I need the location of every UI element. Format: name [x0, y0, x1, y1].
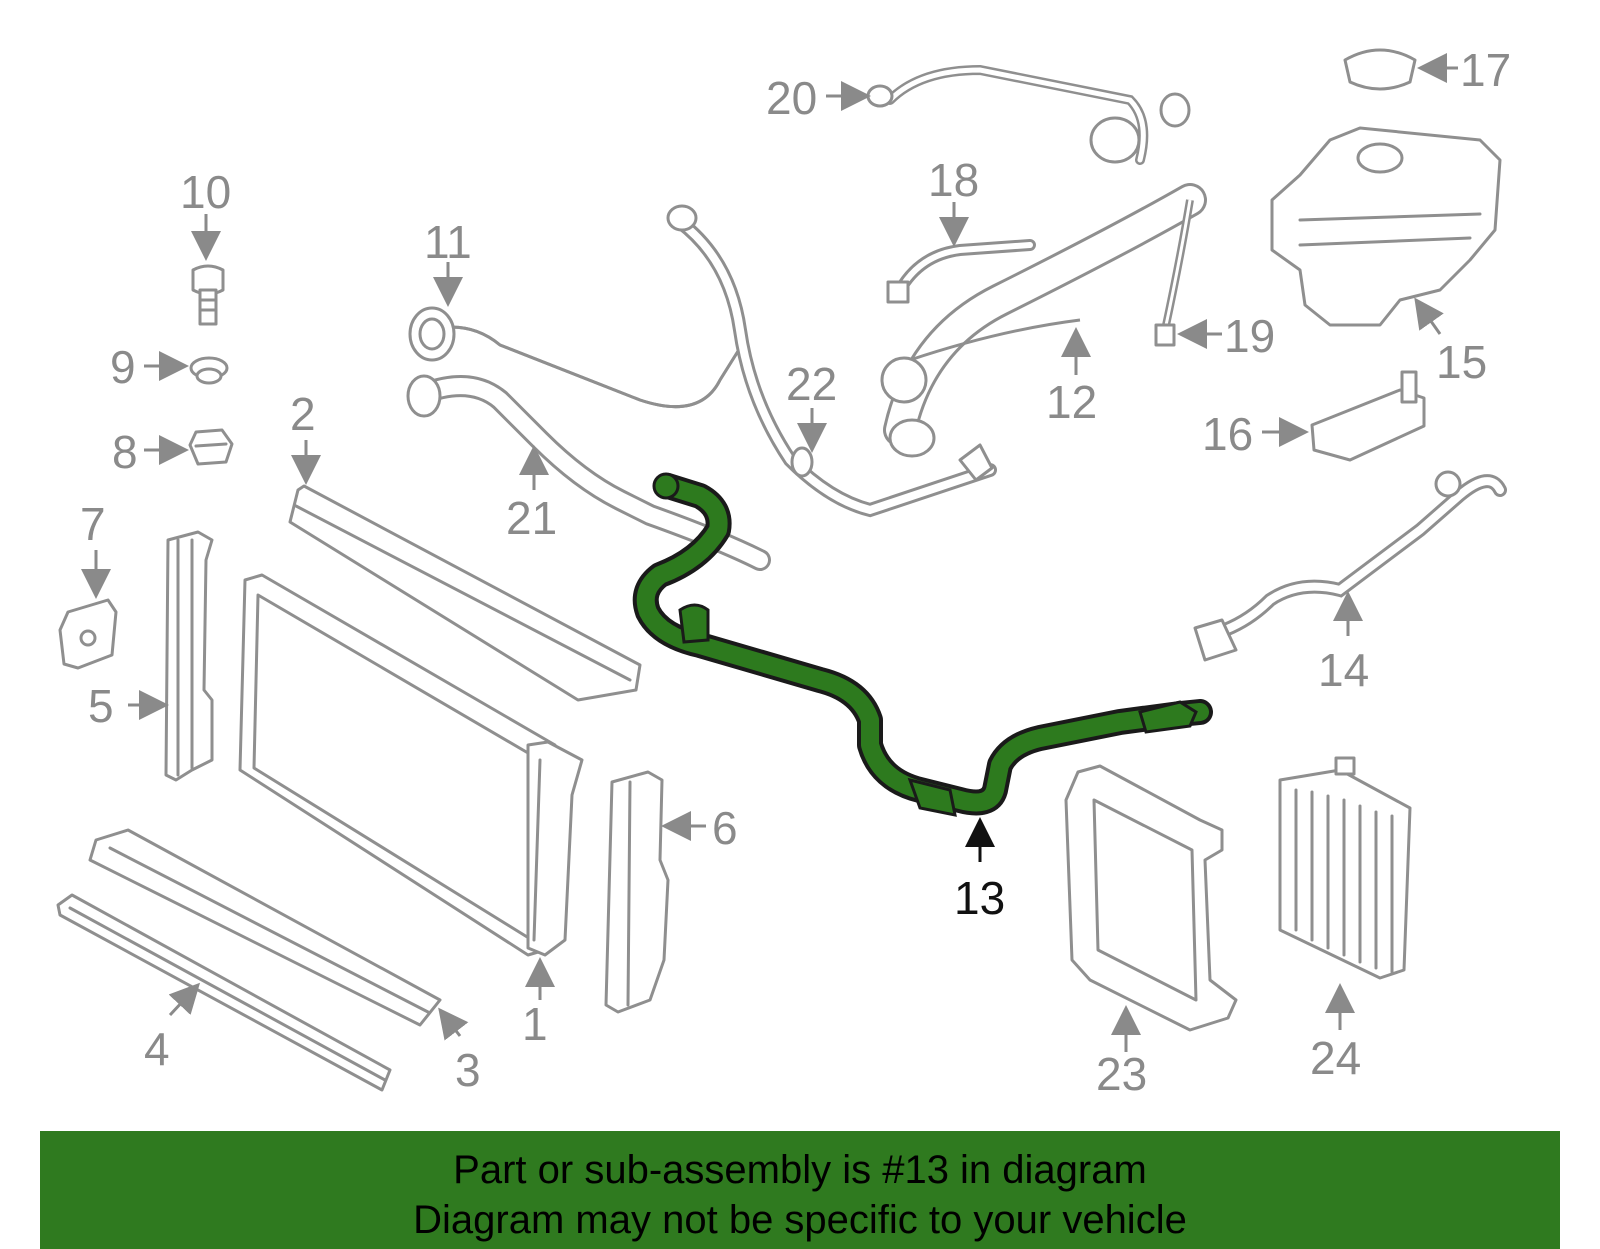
part-15-expansion-tank: [1270, 126, 1502, 327]
svg-text:4: 4: [144, 1023, 170, 1075]
part-13-highlighted-hose[interactable]: [632, 472, 1213, 817]
part-20-hose: [866, 64, 1191, 165]
svg-text:21: 21: [506, 492, 557, 544]
part-10-bolt: [191, 264, 225, 326]
banner-line-disclaimer: Diagram may not be specific to your vehi…: [413, 1198, 1187, 1242]
part-9-grommet: [189, 356, 229, 385]
callout-16: 16: [1202, 408, 1309, 460]
callout-11: 11: [424, 216, 472, 307]
callout-13[interactable]: 13: [954, 817, 1005, 924]
svg-text:20: 20: [766, 72, 817, 124]
svg-text:17: 17: [1460, 44, 1511, 96]
callout-23: 23: [1096, 1005, 1147, 1100]
callout-17: 17: [1417, 44, 1511, 96]
svg-text:24: 24: [1310, 1032, 1361, 1084]
svg-text:23: 23: [1096, 1048, 1147, 1100]
part-18-hose: [886, 239, 1036, 304]
callout-10: 10: [180, 166, 231, 261]
svg-text:5: 5: [88, 680, 114, 732]
callout-24: 24: [1310, 983, 1361, 1084]
svg-text:12: 12: [1046, 376, 1097, 428]
callout-20: 20: [766, 72, 871, 124]
callout-3: 3: [438, 1007, 481, 1096]
part-6-side-seal: [604, 770, 670, 1014]
part-7-bracket: [58, 598, 118, 670]
callout-14: 14: [1318, 591, 1369, 696]
part-16-bracket: [1310, 370, 1426, 462]
banner-line-part-number: Part or sub-assembly is #13 in diagram: [453, 1148, 1147, 1192]
callout-2: 2: [290, 388, 321, 485]
callout-12: 12: [1046, 327, 1097, 428]
callout-7: 7: [80, 498, 111, 599]
part-19-hose: [1154, 199, 1194, 347]
svg-text:2: 2: [290, 388, 316, 440]
svg-text:13: 13: [954, 872, 1005, 924]
svg-text:9: 9: [110, 341, 136, 393]
part-23-frame: [1064, 764, 1238, 1032]
svg-text:7: 7: [80, 498, 106, 550]
callout-6: 6: [661, 802, 738, 854]
callout-18: 18: [928, 154, 979, 247]
svg-text:10: 10: [180, 166, 231, 218]
svg-text:3: 3: [455, 1044, 481, 1096]
callout-5: 5: [88, 680, 169, 732]
part-22-small-hose: [666, 204, 997, 518]
svg-text:18: 18: [928, 154, 979, 206]
info-banner: Part or sub-assembly is #13 in diagram D…: [40, 1131, 1560, 1249]
svg-text:11: 11: [424, 216, 472, 268]
callout-9: 9: [110, 341, 189, 393]
part-24-heat-exchanger: [1278, 756, 1412, 980]
svg-text:15: 15: [1436, 336, 1487, 388]
callout-21: 21: [506, 445, 557, 544]
svg-text:14: 14: [1318, 644, 1369, 696]
svg-text:16: 16: [1202, 408, 1253, 460]
callout-19: 19: [1177, 310, 1275, 362]
part-1-radiator: [238, 573, 584, 957]
part-3-lower-deflector: [88, 828, 442, 1027]
svg-text:19: 19: [1224, 310, 1275, 362]
part-5-side-panel: [164, 530, 214, 782]
callout-8: 8: [112, 426, 189, 478]
svg-text:6: 6: [712, 802, 738, 854]
callout-15: 15: [1414, 297, 1487, 388]
part-14-hose: [1193, 470, 1507, 662]
part-17-cap: [1343, 48, 1417, 91]
part-8-clip: [188, 428, 234, 466]
part-4-lower-splash: [56, 893, 392, 1092]
svg-text:1: 1: [522, 998, 548, 1050]
part-11-upper-hose: [408, 306, 747, 409]
callout-4: 4: [144, 982, 201, 1075]
part-2-upper-deflector: [288, 484, 642, 702]
part-12-hose-assembly: [880, 183, 1207, 458]
callout-1: 1: [522, 957, 555, 1050]
svg-text:8: 8: [112, 426, 138, 478]
callout-22: 22: [786, 358, 837, 453]
svg-text:22: 22: [786, 358, 837, 410]
